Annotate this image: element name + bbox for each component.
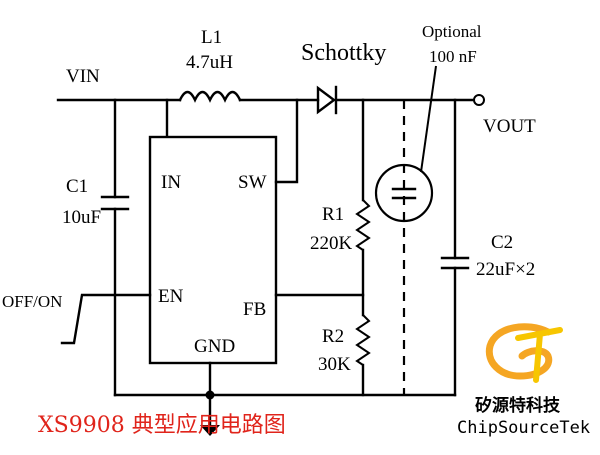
vout-terminal [473,94,485,106]
label-l1-value: 4.7uH [186,52,233,73]
label-vin: VIN [66,66,100,87]
label-off-on: OFF/ON [2,292,62,311]
label-r2-ref: R2 [322,326,344,347]
logo-t-icon [515,327,563,383]
input-capacitor-branch [100,98,130,397]
brand-name-en: ChipSourceTek [457,418,590,438]
brand-name-cn: 矽源特科技 [475,395,561,416]
resistor-r2 [355,314,371,366]
schottky-diode [316,85,338,115]
resistor-r1 [355,199,371,251]
logo-swirl-icon [485,323,553,380]
label-vout: VOUT [483,116,536,137]
label-optional: Optional [422,22,482,41]
sw-pin-wire [274,98,299,184]
label-l1-ref: L1 [201,27,222,48]
en-switch [60,293,152,345]
label-c2-ref: C2 [491,232,513,253]
feedback-divider [355,98,371,397]
figure-caption: XS9908 典型应用电路图 [38,413,286,438]
pin-label-en: EN [158,286,184,307]
label-r2-value: 30K [318,354,351,375]
pin-label-fb: FB [243,299,266,320]
label-c1-value: 10uF [62,207,101,228]
label-c1-ref: C1 [66,176,88,197]
gnd-pin-wire [200,361,220,436]
label-optional-value: 100 nF [429,47,477,66]
ic-body [148,135,278,365]
label-r1-ref: R1 [322,204,344,225]
pin-label-sw: SW [238,172,267,193]
label-schottky: Schottky [301,40,386,66]
pin-label-gnd: GND [194,336,235,357]
label-c2-value: 22uF×2 [476,259,535,280]
label-r1-value: 220K [310,233,353,254]
optional-capacitor [374,65,437,395]
brand-logo [485,323,563,383]
pin-label-in: IN [161,172,181,193]
output-capacitor-c2 [440,98,470,397]
inductor-l1 [178,90,242,103]
